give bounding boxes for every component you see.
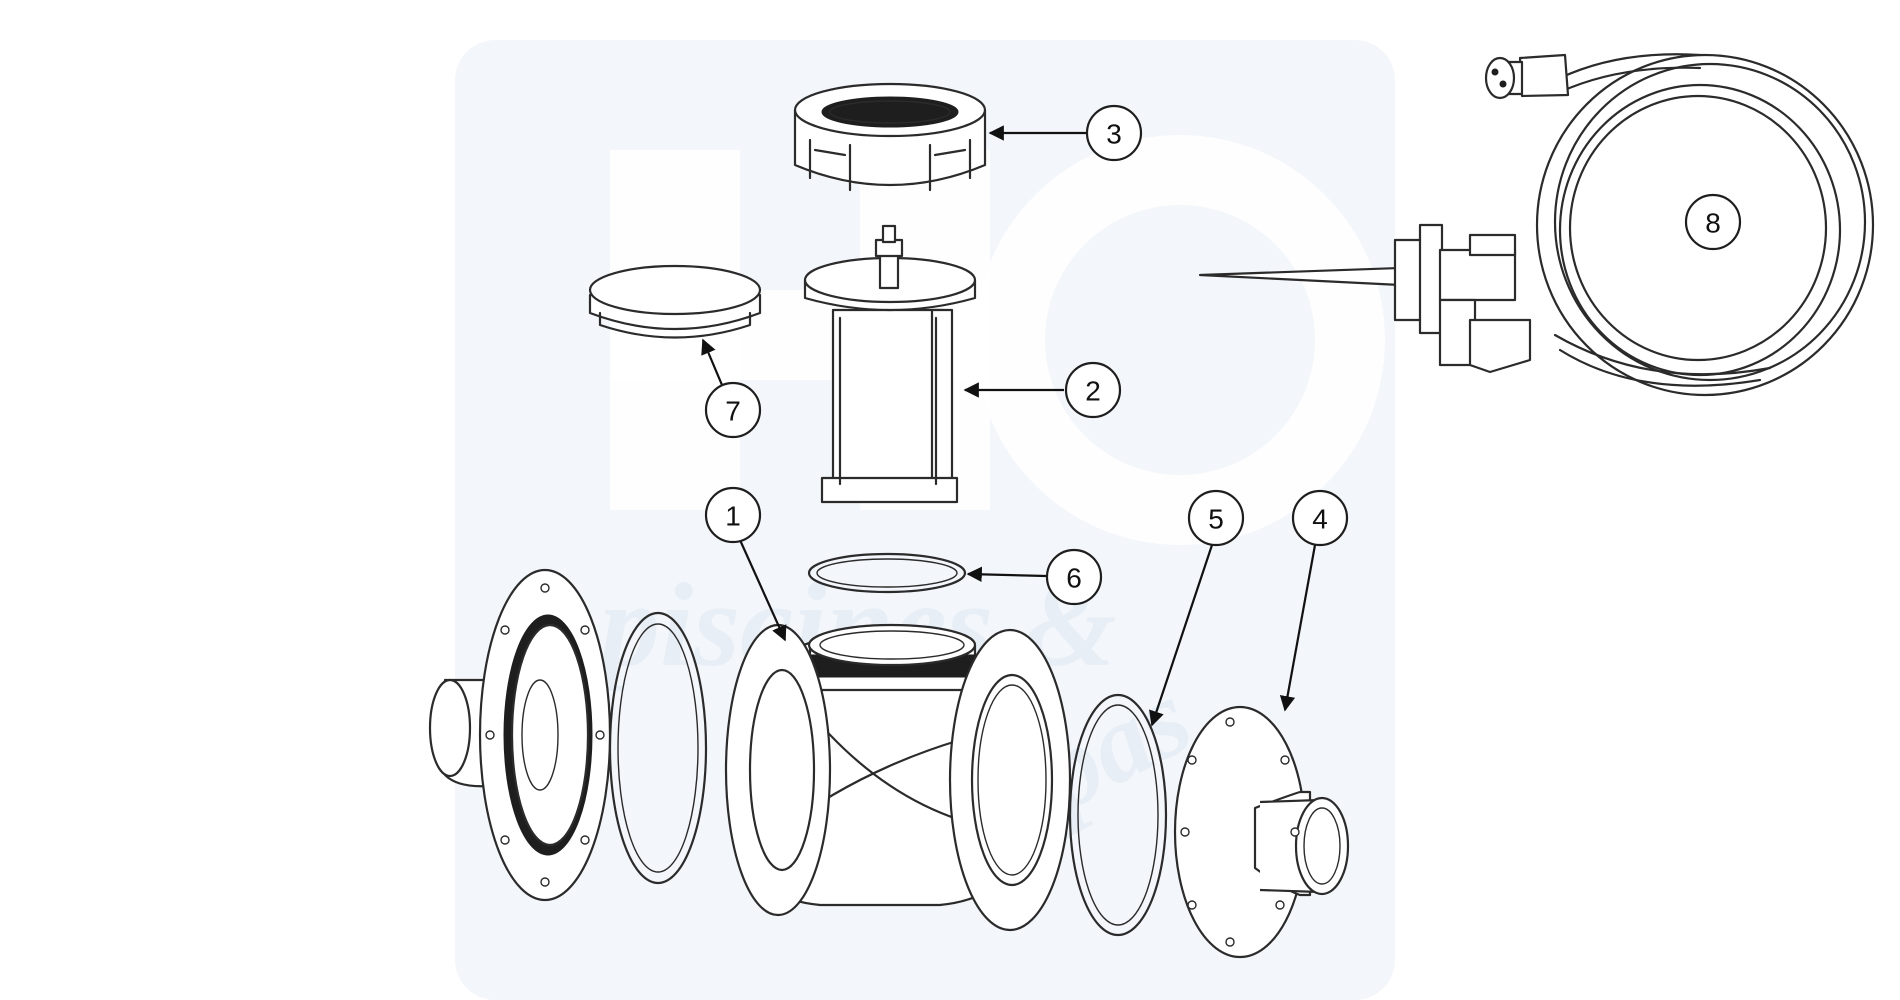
callout-6-label: 6 <box>1066 563 1082 594</box>
callout-7-label: 7 <box>725 396 741 427</box>
part-o-ring-small <box>807 552 967 594</box>
callout-2-label: 2 <box>1085 376 1101 407</box>
callout-8: 8 <box>1684 193 1742 251</box>
callout-2: 2 <box>963 361 1122 419</box>
part-union-nut <box>793 82 987 192</box>
callout-6: 6 <box>966 548 1103 606</box>
part-tee-body <box>724 623 1072 932</box>
part-left-flange-adapter <box>428 568 612 902</box>
part-cell-cartridge <box>803 224 977 504</box>
callout-1: 1 <box>704 486 787 642</box>
callout-1-label: 1 <box>725 501 741 532</box>
callout-4: 4 <box>1279 489 1349 712</box>
callout-8-label: 8 <box>1705 208 1721 239</box>
part-left-gasket <box>608 611 708 885</box>
callout-3-label: 3 <box>1106 119 1122 150</box>
callout-5-label: 5 <box>1208 504 1224 535</box>
callout-4-label: 4 <box>1312 504 1328 535</box>
callout-7: 7 <box>701 338 762 439</box>
callout-5: 5 <box>1149 489 1245 727</box>
callout-3: 3 <box>988 104 1143 162</box>
part-cap <box>588 264 762 339</box>
part-right-flange-adapter <box>1173 705 1350 959</box>
part-sensor-cable <box>1198 53 1875 397</box>
part-gasket-right <box>1068 693 1168 937</box>
